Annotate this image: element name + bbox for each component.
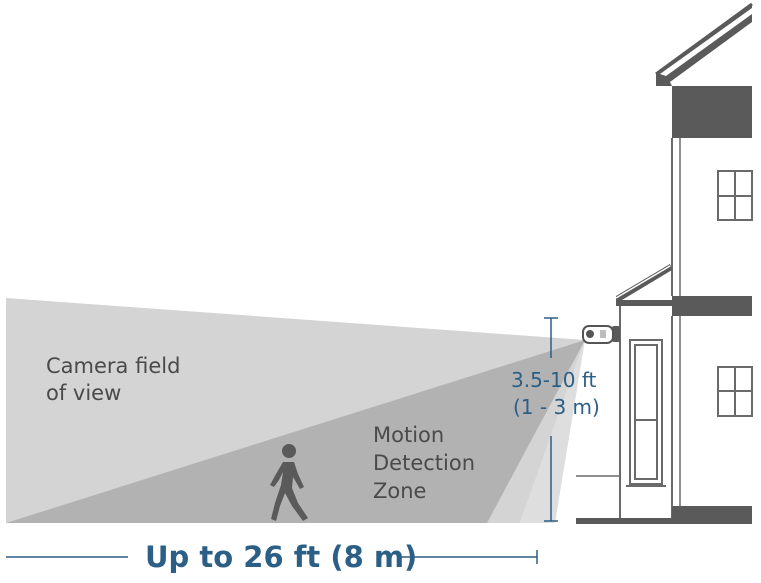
camera-fov-label-line1: Camera field bbox=[46, 354, 180, 378]
floor-band bbox=[672, 296, 752, 316]
height-measurement bbox=[544, 317, 558, 522]
motion-zone-label-line2: Detection bbox=[373, 451, 475, 475]
camera-fov-label-line2: of view bbox=[46, 381, 121, 405]
motion-zone-label-line1: Motion bbox=[373, 423, 444, 447]
motion-zone-label-line3: Zone bbox=[373, 479, 426, 503]
house-illustration bbox=[576, 2, 753, 524]
upper-window bbox=[717, 170, 753, 221]
distance-measurement bbox=[6, 550, 538, 564]
height-label-line2: (1 - 3 m) bbox=[513, 395, 600, 419]
field-of-view-edge bbox=[520, 340, 585, 523]
security-camera-icon bbox=[582, 325, 620, 344]
motion-detection-zone-area bbox=[6, 340, 585, 523]
height-label-line1: 3.5-10 ft bbox=[511, 368, 597, 392]
porch-roof bbox=[615, 264, 672, 306]
distance-label: Up to 26 ft (8 m) bbox=[145, 540, 417, 574]
lower-window bbox=[717, 366, 753, 417]
upper-roof bbox=[656, 4, 752, 138]
house-foundation bbox=[576, 518, 752, 524]
motion-zone-label: Motion Detection Zone bbox=[373, 423, 482, 503]
walking-person-icon bbox=[270, 444, 308, 521]
height-label: 3.5-10 ft (1 - 3 m) bbox=[511, 368, 603, 419]
camera-fov-label: Camera field of view bbox=[46, 354, 187, 405]
front-door bbox=[626, 339, 666, 487]
